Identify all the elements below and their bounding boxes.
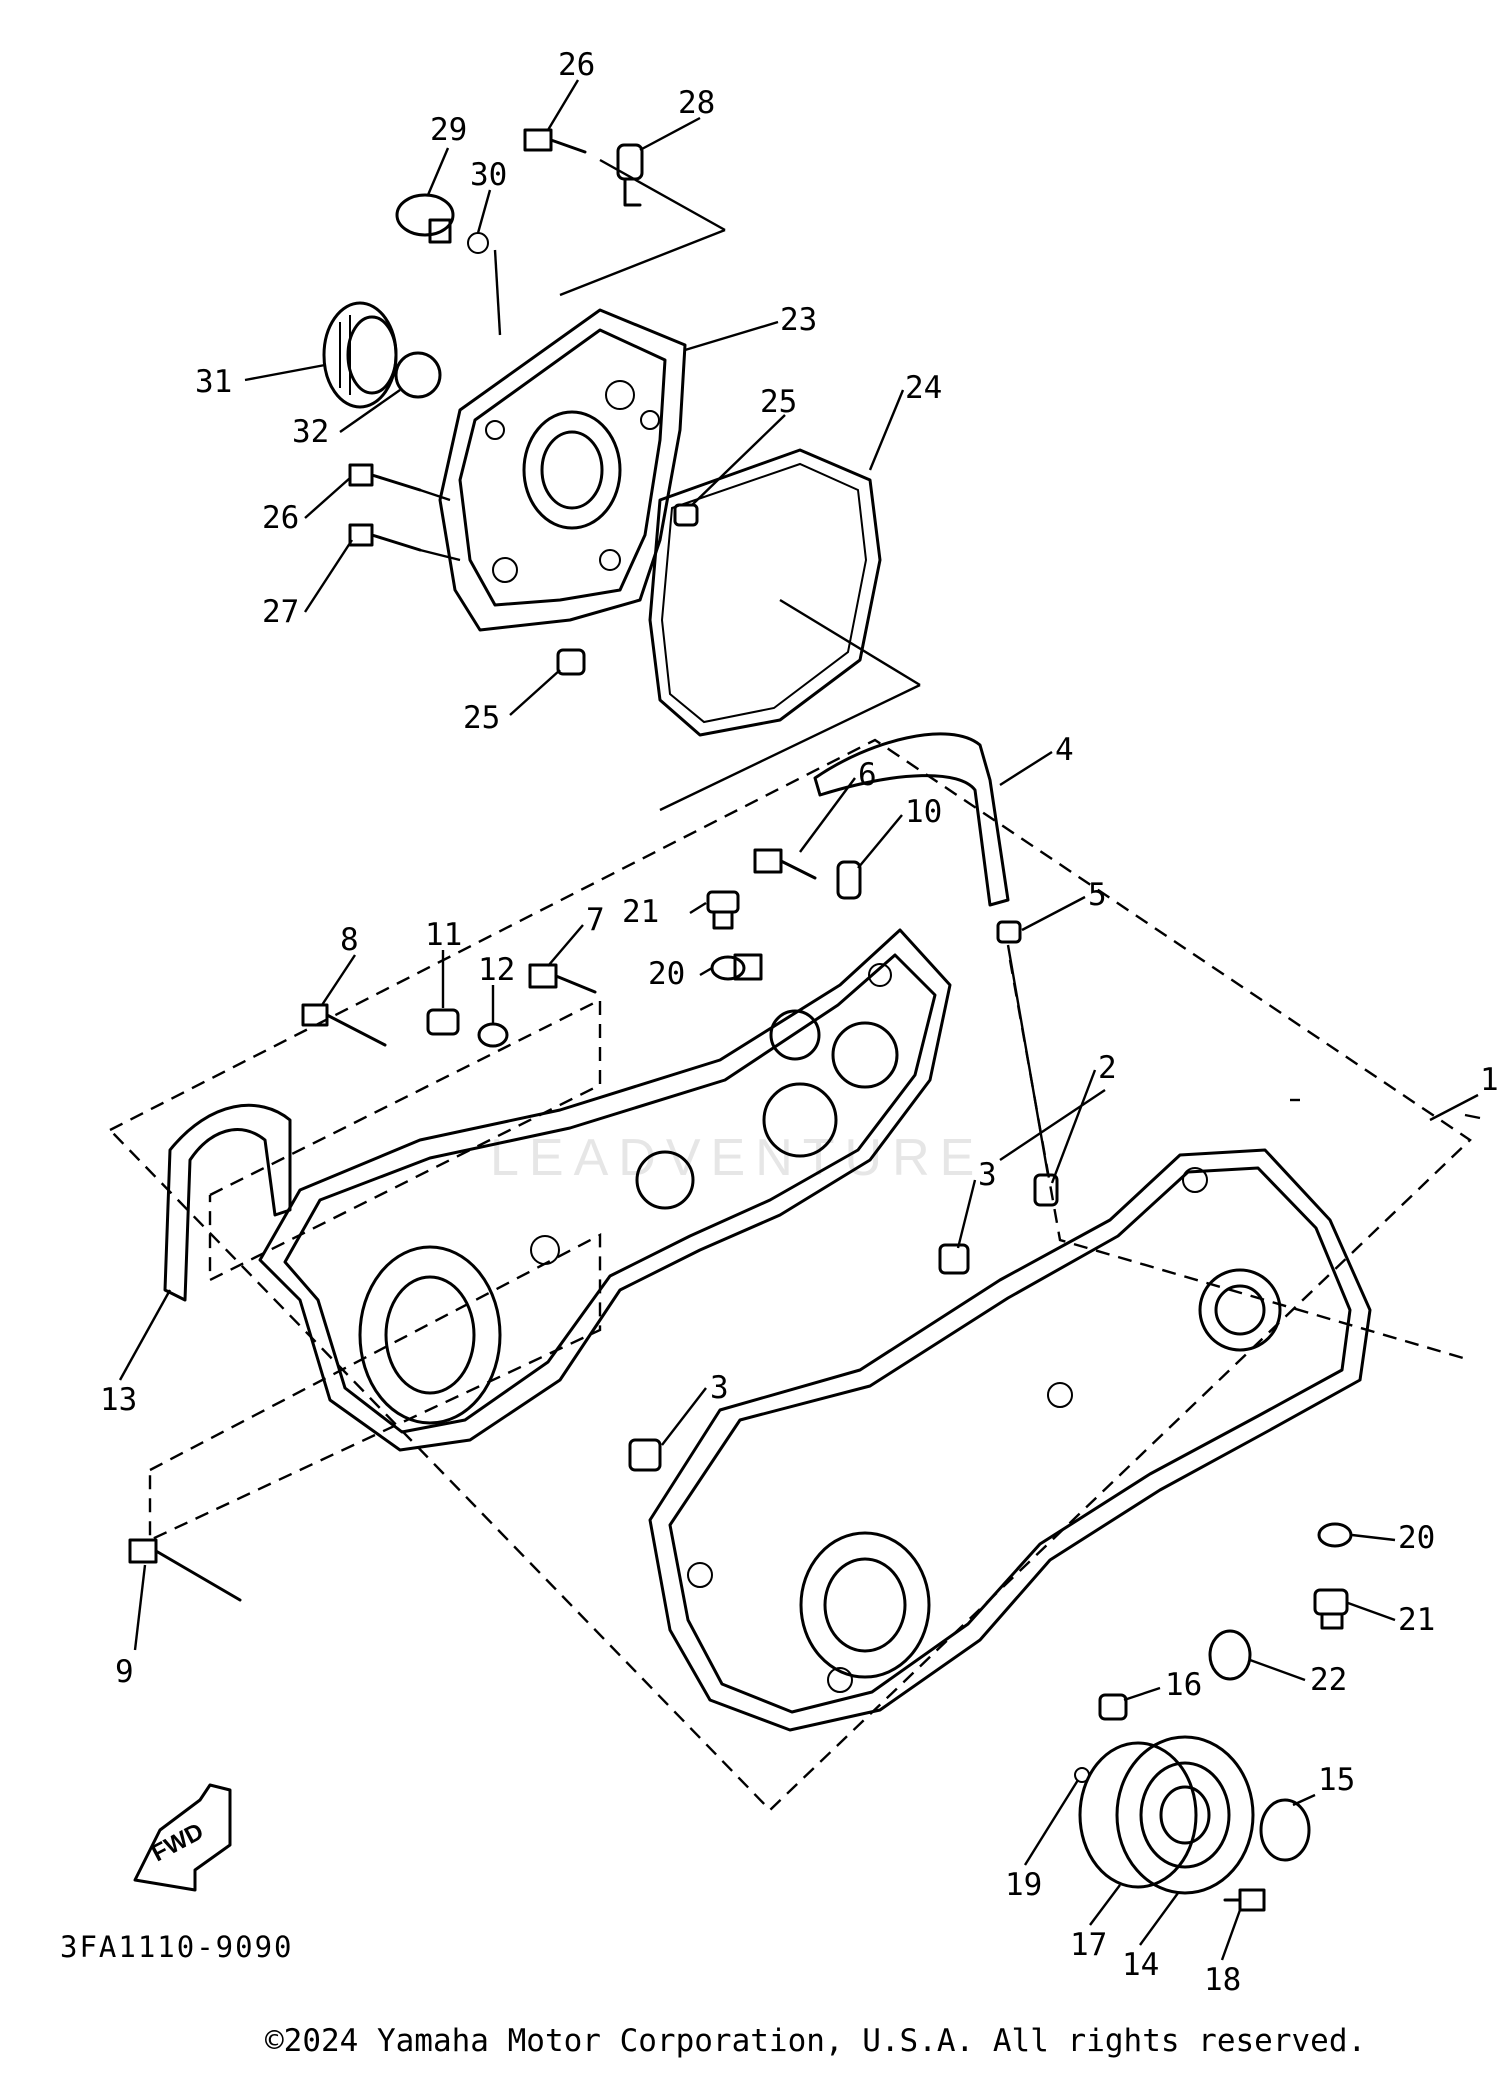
callout-18: 18 xyxy=(1204,1962,1241,1998)
assembly-box-left-crankcase xyxy=(109,738,1472,1812)
crankcase-cover xyxy=(438,308,687,632)
breather-fitting-2 xyxy=(1033,1173,1059,1207)
dowel-pin-25-bottom xyxy=(556,648,586,676)
callout-28: 28 xyxy=(678,85,715,121)
leader-lines xyxy=(999,1089,1481,1161)
callout-leaders xyxy=(118,79,1479,1961)
callout-30: 30 xyxy=(470,157,507,193)
dowel-pin-3-left xyxy=(628,1438,662,1472)
watermark: LEADVENTURE xyxy=(490,1129,984,1187)
drawing-code: 3FA1110-9090 xyxy=(60,1930,294,1964)
callout-21-right: 21 xyxy=(1398,1602,1435,1638)
callout-25-bottom: 25 xyxy=(463,700,500,736)
o-ring-large xyxy=(394,351,442,399)
drain-bolt-21-right xyxy=(1313,1588,1349,1630)
callout-7: 7 xyxy=(586,902,605,938)
clamp-10 xyxy=(836,860,862,900)
callout-14: 14 xyxy=(1122,1947,1159,1983)
crankcase-right xyxy=(648,1148,1372,1732)
callout-3-left: 3 xyxy=(710,1370,729,1406)
callout-20-right: 20 xyxy=(1398,1520,1435,1556)
o-ring-small xyxy=(467,232,489,254)
hose-clip xyxy=(996,920,1022,944)
breather-hose xyxy=(813,732,1010,907)
callout-24: 24 xyxy=(905,370,942,406)
callout-23: 23 xyxy=(780,302,817,338)
washer-12 xyxy=(477,1022,509,1048)
callout-26-side: 26 xyxy=(262,500,299,536)
oil-filler-cap xyxy=(395,193,455,244)
oil-seal-22 xyxy=(1208,1629,1252,1681)
assembly-guide-breather xyxy=(1008,959,1471,1362)
cover-gasket xyxy=(648,448,882,737)
callout-22: 22 xyxy=(1310,1662,1347,1698)
dowel-pin-16 xyxy=(1098,1693,1128,1721)
callout-16: 16 xyxy=(1165,1667,1202,1703)
bolt-27 xyxy=(348,523,422,552)
washer-20-top xyxy=(710,955,746,981)
bolt-26-side xyxy=(348,463,422,492)
crankcase-left xyxy=(258,928,952,1452)
callout-27: 27 xyxy=(262,594,299,630)
callout-29: 29 xyxy=(430,112,467,148)
callout-12: 12 xyxy=(478,952,515,988)
plug-11 xyxy=(426,1008,460,1036)
callout-3-right: 3 xyxy=(978,1157,997,1193)
callout-9: 9 xyxy=(115,1654,134,1690)
callout-11: 11 xyxy=(425,917,462,953)
callout-1: 1 xyxy=(1480,1062,1499,1098)
callout-4: 4 xyxy=(1055,732,1074,768)
callout-20-top: 20 xyxy=(648,956,685,992)
crankcase-gasket xyxy=(163,1103,292,1302)
copyright-notice: ©2024 Yamaha Motor Corporation, U.S.A. A… xyxy=(265,2023,1367,2059)
drain-bolt-21-top xyxy=(706,890,740,930)
clamp-28 xyxy=(616,143,644,207)
dowel-pin-25-top xyxy=(673,503,699,527)
callout-25-top: 25 xyxy=(760,384,797,420)
bolt-26-top xyxy=(523,128,587,154)
callout-26-top: 26 xyxy=(558,47,595,83)
fwd-direction-arrow: FWD xyxy=(133,1783,232,1892)
o-ring-17 xyxy=(1078,1741,1198,1889)
washer-20-right xyxy=(1317,1522,1353,1548)
callout-31: 31 xyxy=(195,364,232,400)
callout-32: 32 xyxy=(292,414,329,450)
bolt-6 xyxy=(753,848,817,880)
strainer-cap xyxy=(322,301,398,409)
bolt-18 xyxy=(1223,1888,1266,1912)
callout-13: 13 xyxy=(100,1382,137,1418)
pin-19 xyxy=(1074,1767,1090,1783)
fwd-label: FWD xyxy=(147,1818,208,1867)
callout-2: 2 xyxy=(1098,1050,1117,1086)
callout-labels: 1 2 3 3 4 5 6 7 8 9 10 11 12 13 14 15 16… xyxy=(100,47,1499,1998)
bolt-9 xyxy=(128,1538,242,1602)
breather-fitting-left xyxy=(733,953,763,981)
dowel-pin-3-right xyxy=(938,1243,970,1275)
bearing-housing-14 xyxy=(1115,1735,1255,1895)
callout-17: 17 xyxy=(1070,1927,1107,1963)
callout-10: 10 xyxy=(905,794,942,830)
bolt-8 xyxy=(301,1003,387,1047)
oil-seal-15 xyxy=(1259,1798,1311,1862)
callout-19: 19 xyxy=(1005,1867,1042,1903)
callout-8: 8 xyxy=(340,922,359,958)
callout-6: 6 xyxy=(858,757,877,793)
callout-21-top: 21 xyxy=(622,894,659,930)
bolt-7 xyxy=(528,963,597,994)
callout-5: 5 xyxy=(1088,877,1107,913)
assembly-box-lower xyxy=(148,1233,602,1542)
callout-15: 15 xyxy=(1318,1762,1355,1798)
